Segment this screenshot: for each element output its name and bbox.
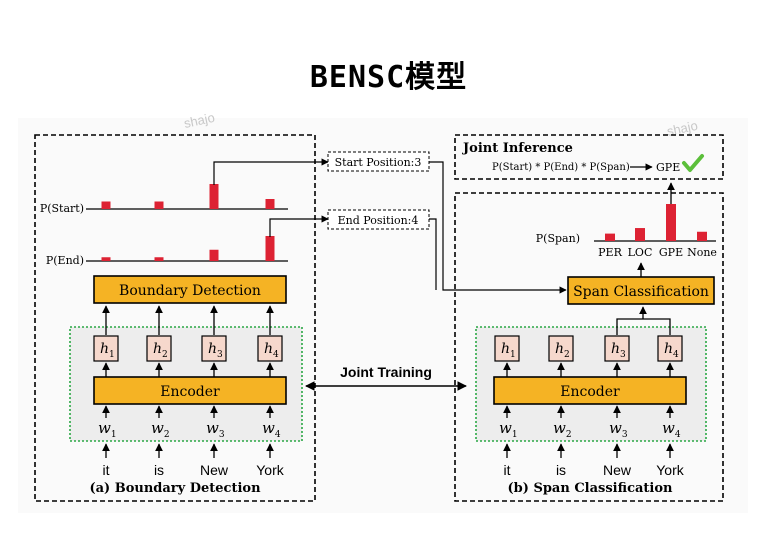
p-span-bars <box>605 204 707 241</box>
check-icon <box>682 154 704 172</box>
p-end-label: P(End) <box>46 254 84 267</box>
p-start-bars <box>101 184 275 209</box>
p-start-label: P(Start) <box>40 202 84 215</box>
boundary-detection-label: Boundary Detection <box>119 283 261 299</box>
p-end-bar-2 <box>154 257 164 261</box>
right-hidden-box-2 <box>548 335 574 362</box>
class-label-none: None <box>687 246 717 259</box>
page-title: BENSC模型 <box>309 60 468 95</box>
joint-inference-result: GPE <box>656 161 680 174</box>
left-token-3: New <box>200 462 229 478</box>
end-position-label: End Position:4 <box>338 214 419 227</box>
left-encoder-label: Encoder <box>160 384 220 400</box>
start-connector <box>213 158 329 185</box>
p-span-bar-4 <box>697 231 707 241</box>
left-encoder-to-hidden-arrows <box>102 362 274 377</box>
left-hidden-box-3 <box>201 335 227 362</box>
boundary-detection-box <box>93 275 287 304</box>
watermark-right: shajo <box>666 118 700 139</box>
p-end-bars <box>101 236 275 261</box>
span-class-labels: PER LOC GPE None <box>598 246 717 259</box>
p-span-bar-1 <box>605 233 615 241</box>
start-to-span-connector <box>429 161 567 294</box>
joint-inference-title: Joint Inference <box>462 141 573 156</box>
right-encoder-box <box>493 376 687 405</box>
joint-inference-formula: P(Start) * P(End) * P(Span) <box>492 162 630 173</box>
figure-background <box>18 118 748 513</box>
p-start-bar-3 <box>209 184 219 209</box>
right-token-4: York <box>656 462 685 478</box>
p-end-bar-1 <box>101 257 111 261</box>
p-start-bar-1 <box>101 201 111 209</box>
right-hidden-box-3 <box>604 335 630 362</box>
p-span-bar-3 <box>666 204 676 241</box>
end-connector <box>269 215 329 237</box>
right-encoder-label: Encoder <box>560 384 620 400</box>
end-to-span-connector <box>429 218 437 290</box>
right-panel-caption: (b) Span Classification <box>508 481 673 496</box>
start-position-label: Start Position:3 <box>335 156 422 169</box>
left-encoder-box <box>93 376 287 405</box>
class-label-gpe: GPE <box>659 246 683 259</box>
p-start-bar-4 <box>265 199 275 209</box>
right-token-2: is <box>556 462 566 478</box>
left-token-4: York <box>256 462 285 478</box>
p-end-bar-3 <box>209 249 219 261</box>
class-label-loc: LOC <box>628 246 653 259</box>
p-start-bar-2 <box>154 201 164 209</box>
right-token-1: it <box>504 462 511 478</box>
right-hidden-box-1 <box>494 335 520 362</box>
watermark-left: shajo <box>183 110 217 131</box>
left-hidden-box-1 <box>93 335 119 362</box>
right-hidden-box-4 <box>657 335 683 362</box>
right-encoder-to-hidden-arrows <box>503 362 674 377</box>
joint-inference-frame <box>454 134 724 180</box>
p-end-bar-4 <box>265 236 275 261</box>
class-label-per: PER <box>598 246 622 259</box>
left-token-1: it <box>103 462 110 478</box>
left-hidden-box-4 <box>257 335 283 362</box>
joint-training-label: Joint Training <box>340 364 432 380</box>
p-span-bar-2 <box>635 228 645 241</box>
p-span-label: P(Span) <box>536 232 580 245</box>
left-panel-caption: (a) Boundary Detection <box>89 481 261 496</box>
left-panel-frame <box>34 134 316 502</box>
span-classification-label: Span Classification <box>573 284 709 300</box>
right-token-3: New <box>603 462 632 478</box>
hidden-to-boundary-arrows <box>102 305 274 335</box>
left-token-2: is <box>154 462 164 478</box>
left-hidden-box-2 <box>146 335 172 362</box>
